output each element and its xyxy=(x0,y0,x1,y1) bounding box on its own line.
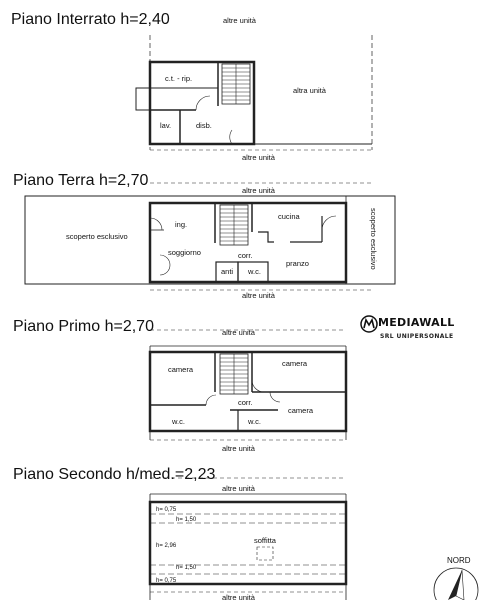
label-wc-terra: w.c. xyxy=(247,267,261,276)
label-camera-3: camera xyxy=(288,406,314,415)
compass-icon xyxy=(433,567,479,600)
logo-subtitle: SRL UNIPERSONALE xyxy=(380,333,454,340)
label-corr-primo: corr. xyxy=(238,398,253,407)
floor-title-interrato: Piano Interrato h=2,40 xyxy=(11,11,170,28)
label-anti: anti xyxy=(221,267,233,276)
label-altre-unita-secondo-top: altre unità xyxy=(222,484,256,493)
label-lav: lav. xyxy=(160,121,171,130)
plan-secondo xyxy=(148,477,348,600)
label-altre-unita-terra-bottom: altre unità xyxy=(242,291,276,300)
logo-mark-icon xyxy=(360,315,378,333)
logo-name: MEDIAWALL xyxy=(378,316,455,329)
label-altre-unita-interrato-bottom: altre unità xyxy=(242,153,276,162)
label-pranzo: pranzo xyxy=(286,259,309,268)
label-disb: disb. xyxy=(196,121,212,130)
label-h296: h= 2,96 xyxy=(156,543,177,549)
label-altre-unita-secondo-bottom: altre unità xyxy=(222,593,256,600)
label-scoperto-esclusivo-right: scoperto esclusivo xyxy=(369,208,378,270)
label-ct-rip: c.t. - rip. xyxy=(165,74,192,83)
label-altre-unita-terra-top: altre unità xyxy=(242,186,276,195)
label-wc-primo-1: w.c. xyxy=(171,417,185,426)
label-h075-top: h= 0,75 xyxy=(156,507,177,513)
plan-terra xyxy=(24,182,396,291)
label-ing: ing. xyxy=(175,220,187,229)
label-camera-1: camera xyxy=(168,365,194,374)
label-altre-unita-primo-bottom: altre unità xyxy=(222,444,256,453)
floor-title-primo: Piano Primo h=2,70 xyxy=(13,318,154,335)
label-h150-bottom: h= 1,50 xyxy=(176,565,197,571)
label-camera-2: camera xyxy=(282,359,308,368)
plan-primo xyxy=(148,329,348,441)
label-soffitta: soffitta xyxy=(254,536,277,545)
plan-interrato xyxy=(135,35,373,151)
label-wc-primo-2: w.c. xyxy=(247,417,261,426)
label-soggiorno: soggiorno xyxy=(168,248,201,257)
label-corr-terra: corr. xyxy=(238,251,253,260)
floor-title-secondo: Piano Secondo h/med.=2,23 xyxy=(13,466,216,483)
label-h150-top: h= 1,50 xyxy=(176,517,197,523)
label-altra-unita: altra unità xyxy=(293,86,327,95)
label-altre-unita-primo-top: altre unità xyxy=(222,328,256,337)
label-scoperto-esclusivo-left: scoperto esclusivo xyxy=(66,232,128,241)
compass-label: NORD xyxy=(447,556,471,565)
floor-title-terra: Piano Terra h=2,70 xyxy=(13,172,149,189)
mediawall-logo: MEDIAWALL SRL UNIPERSONALE xyxy=(360,315,480,345)
label-h075-bottom: h= 0,75 xyxy=(156,578,177,584)
label-cucina: cucina xyxy=(278,212,301,221)
label-altre-unita-interrato-top: altre unità xyxy=(223,16,257,25)
